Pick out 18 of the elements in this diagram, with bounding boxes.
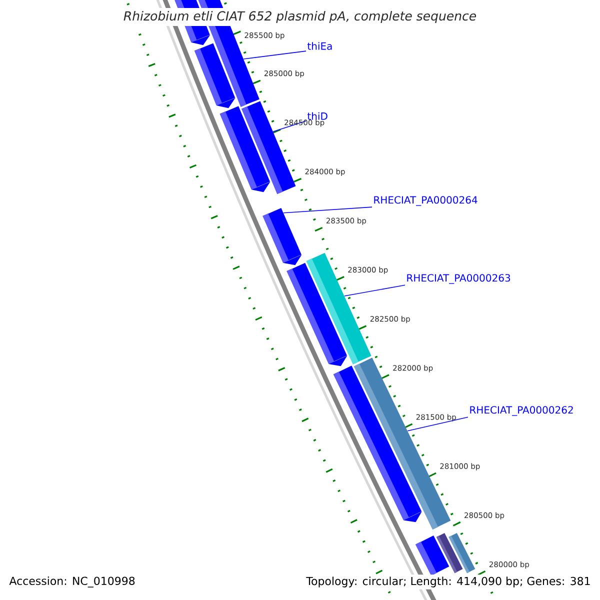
leader-line [243,50,306,60]
gene-label: RHECIAT_PA0000264 [374,196,478,206]
gene-label: thiD [307,112,328,120]
leader-line [407,416,468,432]
gene-feature [220,106,270,192]
leader-line [344,284,406,296]
leader-line [283,206,372,214]
footer-text: Topology: circular; Length: 414,090 bp; Genes: 381 [304,574,593,590]
footer-text: Accession: NC_010998 [9,576,135,588]
gene-label: RHECIAT_PA0000262 [470,406,573,416]
gene-feature [194,43,236,108]
gene-feature [448,532,476,574]
gene-label: RHECIAT_PA0000263 [407,274,510,284]
gene-feature [286,262,348,366]
gene-label: thiEa [307,42,332,50]
title: Rhizobium etli CIAT 652 plasmid pA, complete sequence [120,8,480,26]
gene-feature [415,536,450,576]
gene-feature [262,208,302,266]
